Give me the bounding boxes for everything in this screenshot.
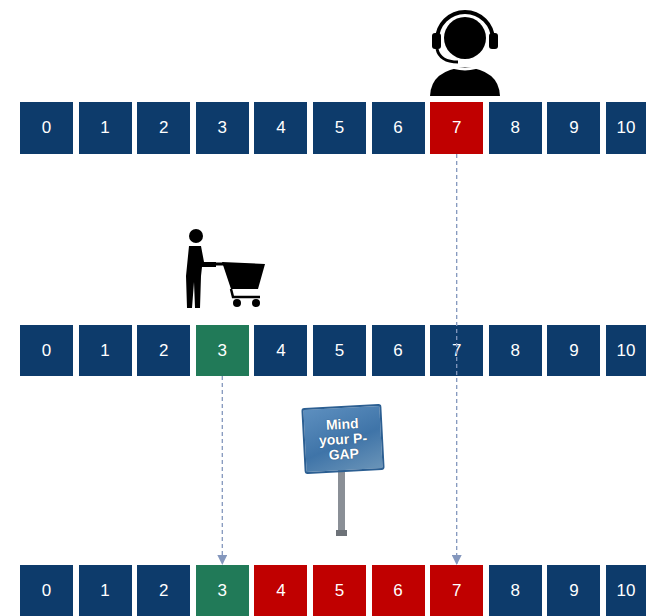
slot-box: 6 [372,102,425,154]
slot-number: 4 [276,118,285,138]
slot-box: 2 [137,565,190,616]
slot-number: 10 [617,581,636,601]
cart-wheel [252,299,260,307]
slot-number: 3 [218,118,227,138]
agent-body [430,67,500,96]
slot-box: 0 [20,325,73,376]
slot-number: 9 [569,118,578,138]
slot-number: 4 [276,341,285,361]
slot-box: 5 [313,102,366,154]
slot-number: 1 [100,118,109,138]
slot-box: 6 [372,565,425,616]
slot-number: 0 [42,581,51,601]
slot-box: 0 [20,565,73,616]
slot-box: 6 [372,325,425,376]
slot-number: 7 [452,118,461,138]
slot-box: 1 [79,565,132,616]
shopper-head [189,229,203,243]
slot-box: 4 [254,102,307,154]
slot-number: 2 [159,341,168,361]
slot-box: 9 [547,565,600,616]
slot-box: 8 [489,102,542,154]
slot-box: 3 [196,325,249,376]
slot-number: 9 [569,581,578,601]
slot-box: 7 [430,102,483,154]
neck-gap [444,64,486,69]
headset-ear [432,33,441,49]
slot-box: 3 [196,565,249,616]
slot-number: 2 [159,581,168,601]
cart-basket [222,262,265,289]
slot-number: 6 [393,118,402,138]
headset-ear [489,33,498,49]
headset-mic [437,49,458,62]
slot-box: 7 [430,565,483,616]
cart-wheel [233,299,241,307]
sign-post [338,470,345,536]
slot-box: 2 [137,102,190,154]
cart-frame [231,289,260,297]
warning-sign: Mind your P-GAP [301,404,384,474]
slot-number: 1 [100,581,109,601]
slot-number: 10 [617,341,636,361]
slot-number: 1 [100,341,109,361]
slot-box: 4 [254,565,307,616]
slot-box: 9 [547,325,600,376]
agent-head [444,17,486,59]
headset-band [437,12,493,40]
slot-number: 10 [617,118,636,138]
slot-number: 6 [393,581,402,601]
slot-number: 4 [276,581,285,601]
slot-box: 3 [196,102,249,154]
slot-box: 10 [606,565,646,616]
slot-box: 8 [489,565,542,616]
slot-box: 9 [547,102,600,154]
dashed-arrow [222,376,223,565]
shopper-body [186,246,216,308]
slot-box: 10 [606,325,646,376]
slot-box: 5 [313,565,366,616]
slot-number: 3 [218,341,227,361]
slot-box: 8 [489,325,542,376]
slot-box: 10 [606,102,646,154]
support-agent-icon [430,12,500,96]
slot-number: 2 [159,118,168,138]
slot-number: 8 [511,341,520,361]
sign-text: Mind your P-GAP [315,415,371,463]
slot-number: 7 [452,341,461,361]
slot-box: 5 [313,325,366,376]
slot-box: 0 [20,102,73,154]
slot-box: 1 [79,325,132,376]
slot-number: 9 [569,341,578,361]
slot-number: 3 [218,581,227,601]
slot-number: 0 [42,341,51,361]
slot-number: 6 [393,341,402,361]
slot-number: 5 [335,118,344,138]
slot-box: 1 [79,102,132,154]
sign-post-base [336,530,347,536]
slot-number: 7 [452,581,461,601]
slot-number: 0 [42,118,51,138]
shopper-icon [186,229,265,308]
slot-number: 8 [511,118,520,138]
slot-number: 5 [335,341,344,361]
slot-number: 5 [335,581,344,601]
cart-handle [214,263,224,266]
slot-box: 7 [430,325,483,376]
slot-box: 4 [254,325,307,376]
slot-number: 8 [511,581,520,601]
slot-box: 2 [137,325,190,376]
